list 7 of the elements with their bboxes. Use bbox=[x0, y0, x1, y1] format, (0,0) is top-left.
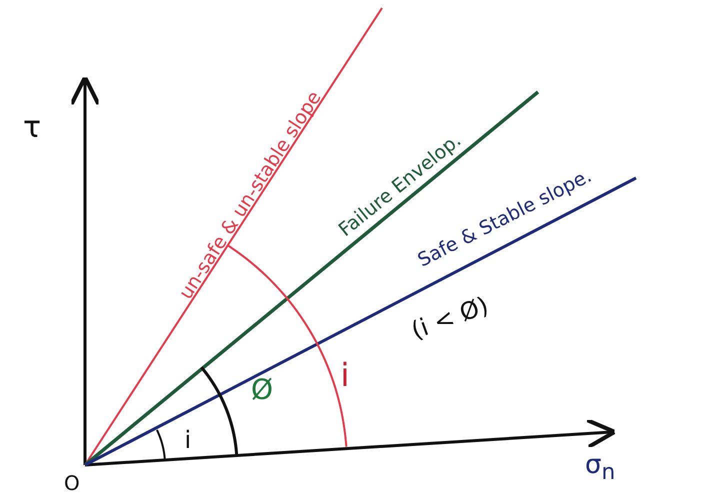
angle-condition: (i < Ø) bbox=[408, 293, 492, 343]
axis-label: τ bbox=[23, 113, 42, 143]
angle-symbol: i bbox=[184, 428, 192, 452]
origin-label: O bbox=[64, 473, 80, 493]
axis-label: σ$_{n}$ bbox=[585, 452, 616, 484]
angle-symbol: Ø bbox=[251, 376, 274, 404]
angle-symbol: i bbox=[340, 359, 350, 391]
